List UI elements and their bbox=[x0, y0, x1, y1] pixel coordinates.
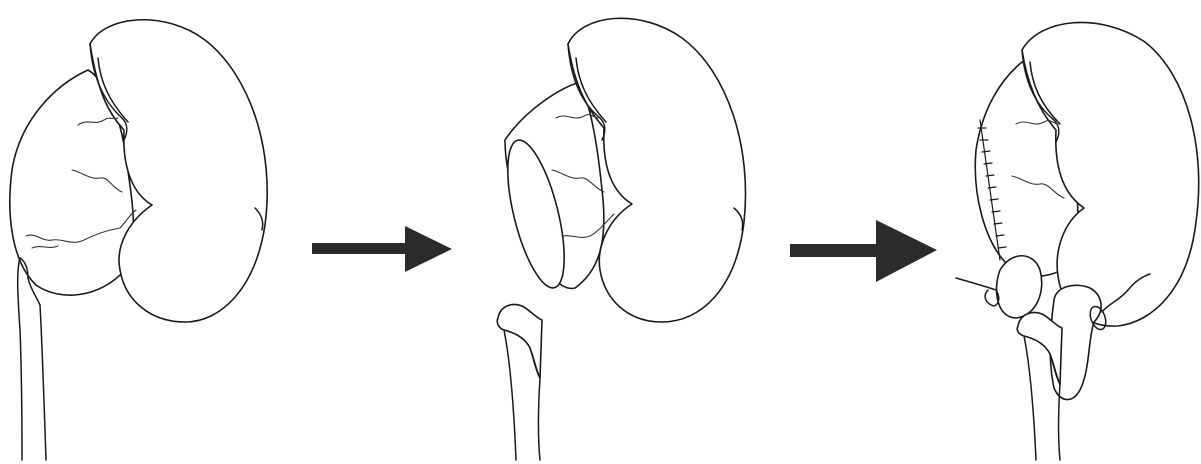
suture-tie-left bbox=[956, 278, 999, 306]
stage-1-panel bbox=[10, 20, 267, 460]
stage-2-panel bbox=[496, 18, 745, 460]
arrow-2 bbox=[790, 220, 937, 282]
arrow-1-head bbox=[405, 226, 452, 272]
arrow-1-shaft bbox=[312, 243, 412, 254]
stage-3-panel bbox=[956, 22, 1199, 460]
arrow-2-head bbox=[876, 220, 937, 282]
arrow-1 bbox=[312, 226, 452, 272]
arrow-2-shaft bbox=[790, 244, 890, 257]
anastomosis-left-lobe bbox=[997, 256, 1042, 318]
